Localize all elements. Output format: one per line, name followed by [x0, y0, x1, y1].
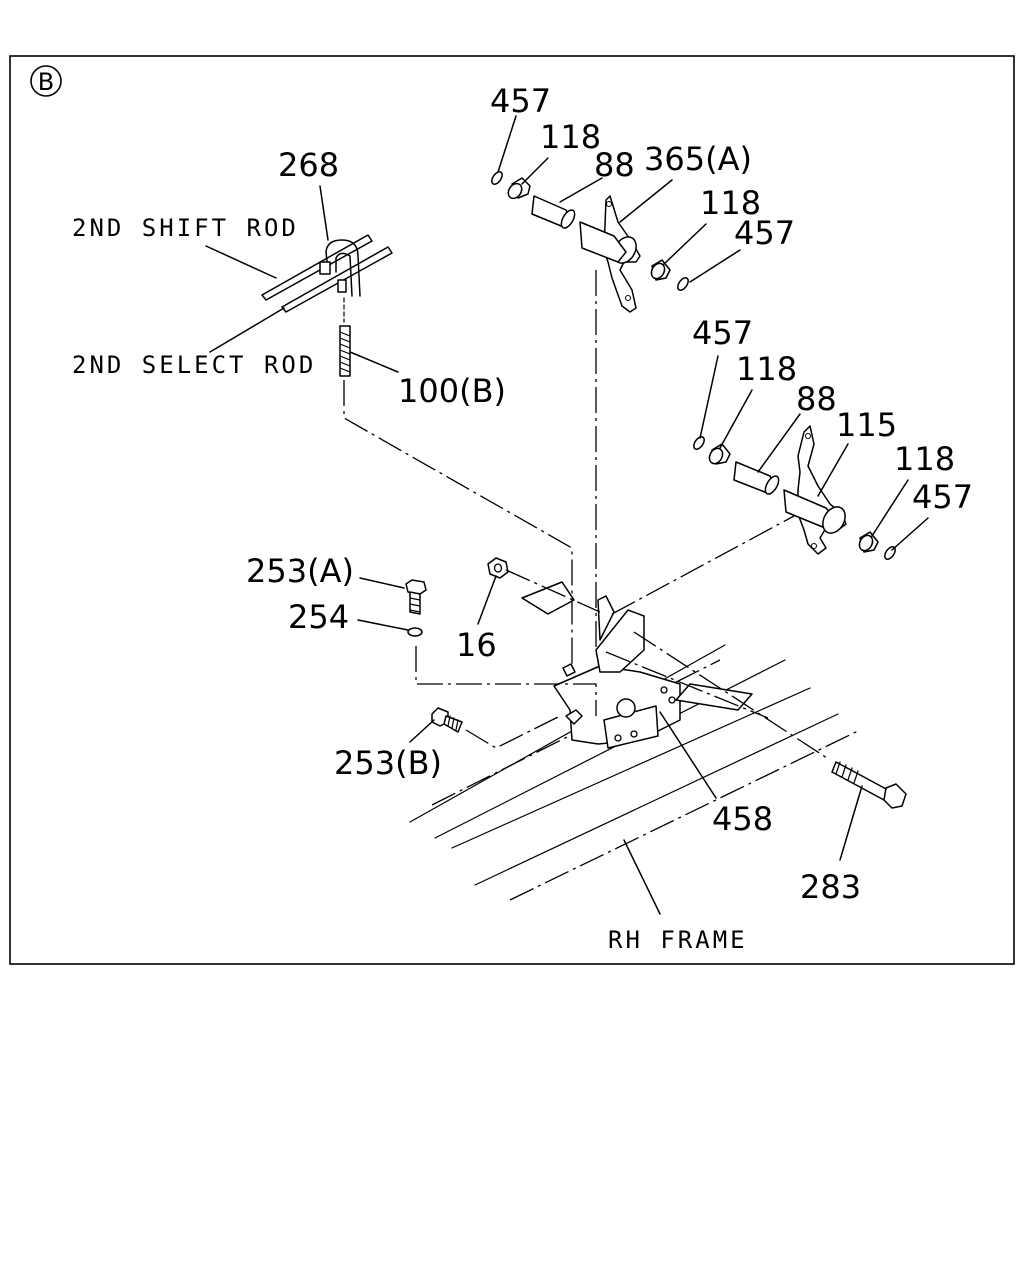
upper-lever-assembly: [491, 171, 689, 313]
callout-365A: 365(A): [644, 140, 752, 178]
part-283-bolt: [831, 761, 907, 809]
assembly-lines: [343, 270, 831, 761]
callout-labels: 457 118 88 365(A) 118 457 268 2ND SHIFT …: [72, 82, 973, 954]
leader-lines: [205, 115, 929, 915]
callout-253A: 253(A): [246, 552, 354, 590]
part-100B-stud: [339, 297, 351, 377]
callout-100B: 100(B): [398, 372, 506, 410]
callout-88-top: 88: [594, 146, 635, 184]
part-253A-bolt: [405, 579, 427, 615]
part-268-clip: [319, 239, 361, 297]
callout-457-top: 457: [490, 82, 551, 120]
shift-select-rods: [261, 234, 393, 313]
callout-457-top-right: 457: [734, 214, 795, 252]
callout-118-top: 118: [540, 118, 601, 156]
callout-253B: 253(B): [334, 744, 442, 782]
label-2nd-select-rod: 2ND SELECT ROD: [72, 351, 316, 379]
callout-118-mid-right: 118: [894, 440, 955, 478]
section-marker: B: [30, 65, 62, 97]
part-254-washer: [407, 627, 423, 637]
part-458-bracket: [521, 581, 753, 749]
middle-lever-assembly: [693, 425, 896, 560]
section-marker-letter: B: [38, 68, 54, 96]
callout-457-mid-right: 457: [912, 478, 973, 516]
diagram-border: [9, 55, 1015, 965]
part-253B-bolt: [431, 707, 463, 733]
label-2nd-shift-rod: 2ND SHIFT ROD: [72, 214, 299, 242]
callout-254: 254: [288, 598, 349, 636]
callout-115: 115: [836, 406, 897, 444]
callout-457-mid: 457: [692, 314, 753, 352]
callout-16: 16: [456, 626, 497, 664]
part-16-nut: [487, 557, 576, 677]
callout-283: 283: [800, 868, 861, 906]
callout-118-mid: 118: [736, 350, 797, 388]
callout-268: 268: [278, 146, 339, 184]
callout-118-top-right: 118: [700, 184, 761, 222]
label-rh-frame: RH FRAME: [608, 926, 748, 954]
callout-88-mid: 88: [796, 380, 837, 418]
callout-458: 458: [712, 800, 773, 838]
